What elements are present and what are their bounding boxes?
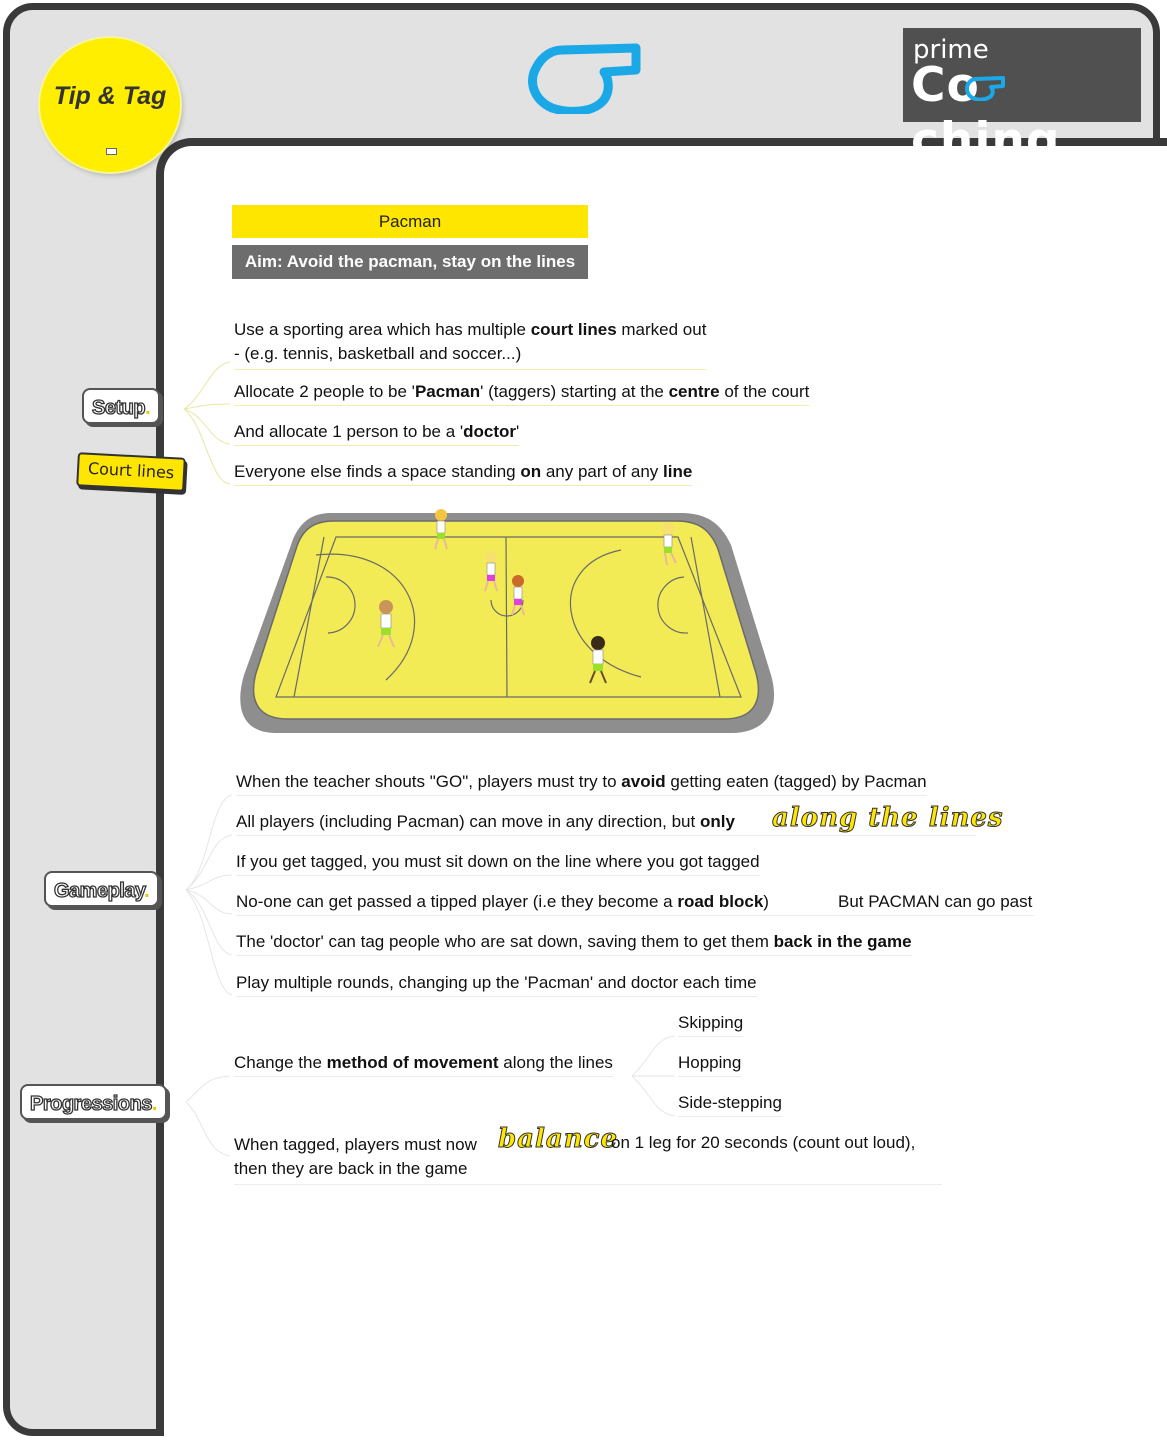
- setup-item-1: Use a sporting area which has multiple c…: [234, 318, 707, 370]
- whistle-icon: [528, 43, 641, 114]
- progression-item-2: When tagged, players must now then they …: [234, 1133, 942, 1185]
- mini-card-icon: [106, 148, 117, 155]
- gameplay-label: Gameplay.: [44, 871, 160, 907]
- gameplay-item-2: All players (including Pacman) can move …: [236, 812, 976, 836]
- progression-sub-side-stepping: Side-stepping: [678, 1093, 782, 1117]
- progressions-label: Progressions.: [20, 1084, 167, 1120]
- logo-text-ching: ching: [911, 113, 1061, 168]
- activity-title: Pacman: [232, 205, 588, 238]
- content-panel: [156, 138, 1167, 1436]
- gameplay-item-3: If you get tagged, you must sit down on …: [236, 852, 760, 876]
- progression-item-2-rest: on 1 leg for 20 seconds (count out loud)…: [611, 1133, 916, 1152]
- gameplay-item-6: Play multiple rounds, changing up the 'P…: [236, 973, 757, 997]
- logo-text-coaching: Coching: [911, 58, 1141, 168]
- badge-title: Tip & Tag: [53, 82, 167, 110]
- gameplay-item-5: The 'doctor' can tag people who are sat …: [236, 932, 912, 956]
- court-illustration: [240, 509, 775, 733]
- players: [377, 509, 677, 684]
- logo-text-prime: prime: [913, 35, 989, 65]
- gameplay-item-1: When the teacher shouts "GO", players mu…: [236, 772, 927, 796]
- gameplay-item-4-note: But PACMAN can go past: [838, 892, 1033, 911]
- activity-aim: Aim: Avoid the pacman, stay on the lines: [232, 245, 588, 279]
- balance-script: balance: [497, 1124, 619, 1155]
- progression-item-1: Change the method of movement along the …: [234, 1053, 613, 1077]
- setup-item-4: Everyone else finds a space standing on …: [234, 462, 693, 486]
- activity-category-badge: Tip & Tag: [40, 38, 180, 172]
- setup-item-3: And allocate 1 person to be a 'doctor': [234, 422, 520, 446]
- logo-whistle-icon: [964, 76, 1005, 101]
- gameplay-item-4: No-one can get passed a tipped player (i…: [236, 892, 1034, 916]
- along-the-lines-script: along the lines: [772, 803, 1004, 834]
- progression-sub-skipping: Skipping: [678, 1013, 744, 1037]
- setup-label: Setup.: [82, 388, 161, 424]
- prime-coaching-logo: prime Coching: [903, 28, 1141, 168]
- setup-item-2: Allocate 2 people to be 'Pacman' (tagger…: [234, 382, 810, 406]
- progression-sub-hopping: Hopping: [678, 1053, 742, 1077]
- court-lines-note: Court lines: [76, 452, 186, 492]
